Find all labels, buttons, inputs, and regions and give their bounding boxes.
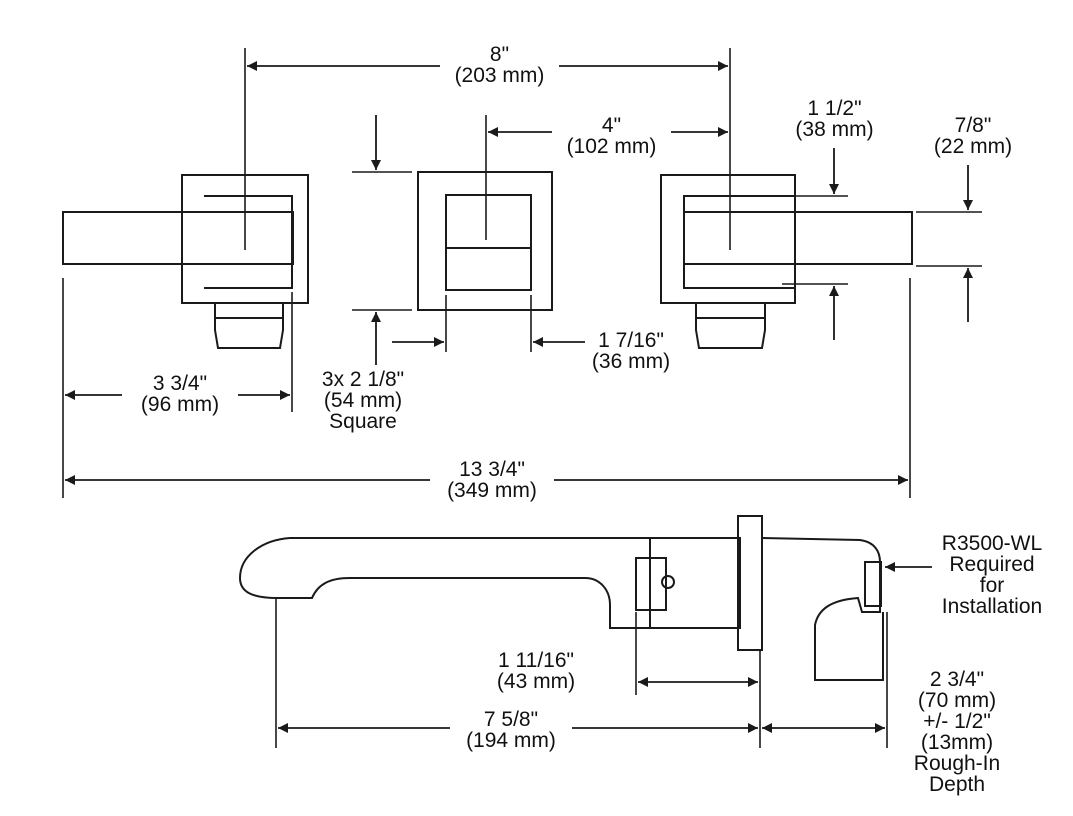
overall-height-label: 8" (203 mm) bbox=[440, 44, 559, 86]
handle-length-imperial: 3 3/4" bbox=[152, 372, 208, 395]
spout-width-imperial: 1 7/16" bbox=[598, 329, 664, 352]
spout-reach-imperial: 7 5/8" bbox=[483, 708, 539, 731]
escutcheon-line1: 3x 2 1/8" bbox=[321, 368, 405, 391]
spout-base-label: 1 11/16" (43 mm) bbox=[484, 650, 588, 692]
spout-base-metric: (43 mm) bbox=[496, 670, 576, 693]
installation-note-line2: Required bbox=[949, 553, 1035, 576]
spout-reach-metric: (194 mm) bbox=[466, 729, 556, 752]
center-spacing-imperial: 4" bbox=[601, 114, 622, 137]
spout-width-label: 1 7/16" (36 mm) bbox=[578, 330, 684, 372]
spout-base-imperial: 1 11/16" bbox=[498, 649, 574, 672]
left-handle-assembly bbox=[62, 174, 309, 349]
installation-note-line1: R3500-WL bbox=[941, 532, 1043, 555]
center-spacing-label: 4" (102 mm) bbox=[552, 115, 671, 157]
spout-reach-label: 7 5/8" (194 mm) bbox=[450, 709, 572, 751]
handle-height-imperial: 1 1/2" bbox=[807, 97, 862, 120]
spout-height-imperial: 7/8" bbox=[954, 114, 992, 137]
installation-note-line4: Installation bbox=[941, 595, 1043, 618]
rough-in-line1: 2 3/4" bbox=[929, 668, 985, 691]
rough-in-label: 2 3/4" (70 mm) +/- 1/2" (13mm) Rough-In … bbox=[905, 669, 1009, 795]
overall-height-imperial: 8" bbox=[489, 43, 510, 66]
escutcheon-label: 3x 2 1/8" (54 mm) Square bbox=[306, 369, 420, 432]
spout-side-view bbox=[238, 515, 884, 681]
rough-in-line2: (70 mm) bbox=[917, 689, 997, 712]
extension-lines bbox=[62, 48, 982, 748]
overall-width-metric: (349 mm) bbox=[447, 479, 537, 502]
handle-height-label: 1 1/2" (38 mm) bbox=[780, 98, 889, 140]
installation-note-line3: for bbox=[979, 574, 1005, 597]
overall-height-metric: (203 mm) bbox=[454, 64, 545, 87]
escutcheon-line2: (54 mm) bbox=[323, 389, 403, 412]
overall-width-label: 13 3/4" (349 mm) bbox=[430, 459, 554, 501]
handle-height-metric: (38 mm) bbox=[795, 118, 874, 141]
spout-height-metric: (22 mm) bbox=[933, 135, 1013, 158]
overall-width-imperial: 13 3/4" bbox=[459, 458, 525, 481]
spout-height-label: 7/8" (22 mm) bbox=[920, 115, 1026, 157]
rough-in-line5: Rough-In bbox=[913, 752, 1001, 775]
center-escutcheon bbox=[417, 171, 553, 311]
spout-width-metric: (36 mm) bbox=[591, 350, 671, 373]
installation-note: R3500-WL Required for Installation bbox=[926, 533, 1058, 617]
escutcheon-line3: Square bbox=[329, 410, 397, 433]
handle-length-label: 3 3/4" (96 mm) bbox=[122, 373, 238, 415]
handle-length-metric: (96 mm) bbox=[140, 393, 220, 416]
right-handle-assembly bbox=[660, 174, 913, 349]
rough-in-line3: +/- 1/2" bbox=[923, 710, 991, 733]
center-spacing-metric: (102 mm) bbox=[566, 135, 657, 158]
rough-in-line4: (13mm) bbox=[920, 731, 994, 754]
rough-in-line6: Depth bbox=[928, 773, 986, 796]
